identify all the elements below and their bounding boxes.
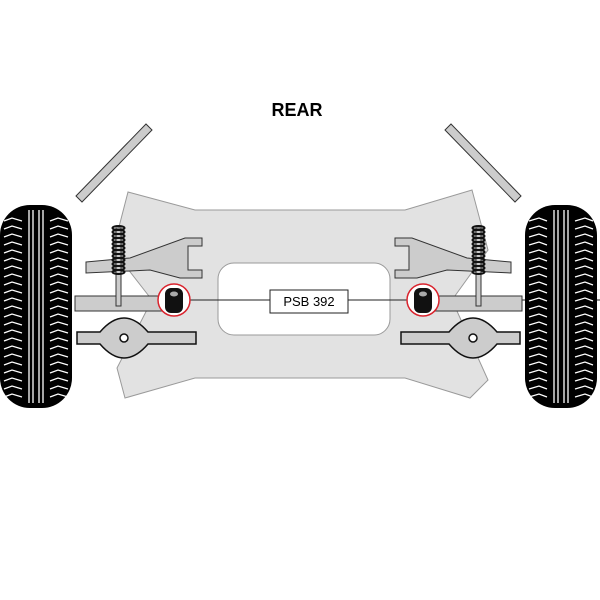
bushing-icon: [165, 288, 183, 313]
lower-arm-pivot: [119, 333, 129, 343]
lower-control-arm: [76, 317, 197, 359]
bushing-bore: [419, 291, 427, 297]
right-suspension: [394, 123, 597, 408]
upper-control-arm: [394, 237, 512, 279]
rear-title: REAR: [271, 100, 322, 120]
coil-spring: [111, 225, 126, 275]
upper-control-arm: [85, 237, 203, 279]
coil-spring: [471, 225, 486, 275]
part-label: PSB 392: [283, 294, 334, 309]
lower-arm-pivot: [468, 333, 478, 343]
tire: [525, 205, 597, 408]
bushing-icon: [414, 288, 432, 313]
tire: [0, 205, 72, 408]
bushing-bore: [170, 291, 178, 297]
diagonal-brace: [75, 123, 153, 203]
diagonal-brace: [444, 123, 522, 203]
part-label-box: [269, 289, 349, 314]
left-suspension: [0, 123, 203, 408]
lower-control-arm: [400, 317, 521, 359]
tire-tread: [3, 210, 69, 403]
tire-tread: [528, 210, 594, 403]
